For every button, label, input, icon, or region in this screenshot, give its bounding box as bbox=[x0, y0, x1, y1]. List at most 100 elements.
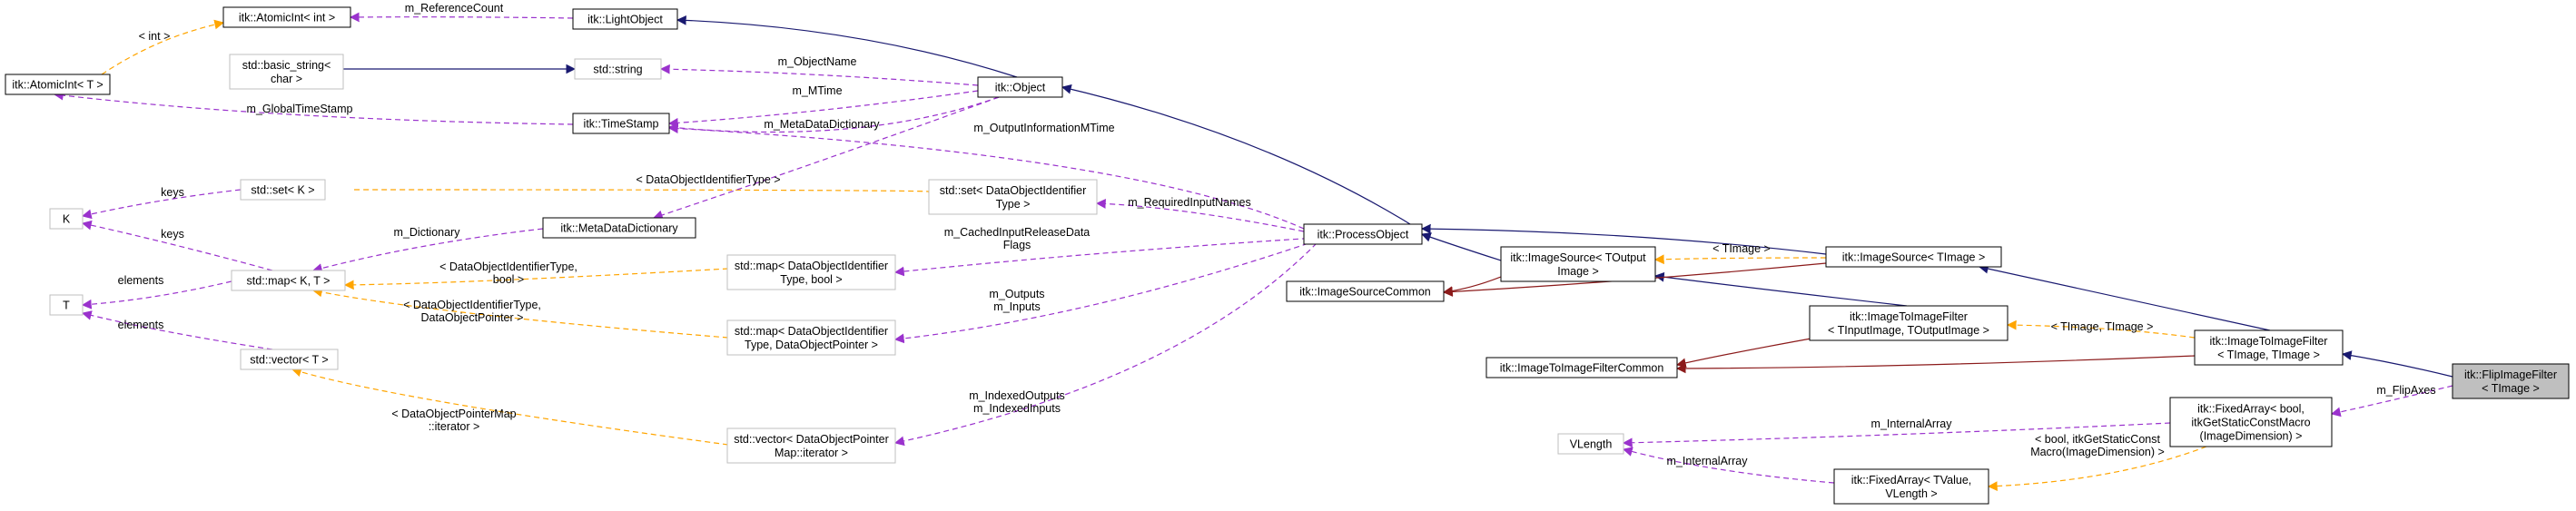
edge-label: DataObjectPointer > bbox=[421, 311, 524, 324]
class-node-basic-string: std::basic_string<char > bbox=[229, 54, 344, 90]
edge-label: Macro(ImageDimension) > bbox=[2030, 446, 2165, 458]
edge-label: m_MTime bbox=[792, 84, 842, 97]
template-edge bbox=[291, 367, 729, 446]
node-box bbox=[1825, 246, 2002, 268]
edge-label: < int > bbox=[139, 30, 171, 43]
class-node-lightobject[interactable]: itk::LightObject bbox=[572, 8, 678, 30]
class-node-object[interactable]: itk::Object bbox=[977, 76, 1063, 98]
node-box bbox=[572, 113, 670, 134]
edge-label: keys bbox=[161, 228, 184, 241]
usage-edge bbox=[1622, 447, 1835, 484]
node-label: Type > bbox=[996, 198, 1031, 211]
class-node-map-bool: std::map< DataObjectIdentifierType, bool… bbox=[726, 254, 896, 290]
class-node-std-string: std::string bbox=[574, 58, 662, 80]
class-node-fixedarray-bool[interactable]: itk::FixedArray< bool,itkGetStaticConstM… bbox=[2169, 397, 2333, 447]
usage-edge bbox=[53, 90, 574, 125]
edge-label: m_Outputs bbox=[989, 288, 1044, 300]
class-node-k: K bbox=[49, 208, 84, 230]
class-node-processobject[interactable]: itk::ProcessObject bbox=[1303, 223, 1423, 245]
usage-edge bbox=[81, 189, 242, 220]
node-label: K bbox=[63, 213, 71, 226]
node-box bbox=[726, 254, 896, 290]
edge-label: keys bbox=[161, 186, 184, 199]
node-label: itk::Object bbox=[995, 82, 1046, 94]
usage-edge bbox=[652, 96, 1000, 221]
edge-label: < DataObjectIdentifierType, bbox=[403, 299, 541, 311]
edge-label: Flags bbox=[1003, 239, 1031, 251]
class-node-atomicint-int[interactable]: itk::AtomicInt< int > bbox=[222, 6, 351, 28]
usage-edge bbox=[311, 228, 544, 273]
protected-edge bbox=[1675, 335, 1827, 369]
edge-label: < TImage, TImage > bbox=[2051, 320, 2154, 333]
node-label: itkGetStaticConstMacro bbox=[2191, 417, 2310, 429]
node-label: itk::TimeStamp bbox=[584, 118, 659, 131]
node-label: itk::AtomicInt< T > bbox=[12, 79, 103, 92]
edge-label: m_InternalArray bbox=[1667, 455, 1749, 467]
node-box bbox=[542, 217, 696, 239]
node-box bbox=[2452, 363, 2570, 399]
protected-edge bbox=[1442, 276, 1502, 297]
node-label: Type, DataObjectPointer > bbox=[745, 339, 878, 351]
class-node-imagesourcecommon[interactable]: itk::ImageSourceCommon bbox=[1286, 280, 1445, 302]
node-box bbox=[1485, 357, 1678, 378]
edge-label: m_Inputs bbox=[993, 300, 1040, 313]
edge-label: m_RequiredInputNames bbox=[1128, 196, 1251, 209]
node-box bbox=[229, 54, 344, 90]
node-label: Image > bbox=[1557, 265, 1599, 278]
node-label: T bbox=[63, 300, 70, 312]
inherit-edge bbox=[1061, 84, 1423, 232]
node-box bbox=[726, 319, 896, 356]
usage-edge bbox=[667, 123, 1305, 230]
usage-edge bbox=[893, 237, 1318, 277]
node-label: itk::ImageSource< TImage > bbox=[1842, 251, 1986, 264]
edge-label: elements bbox=[118, 319, 164, 331]
class-node-map-dataobjectpointer: std::map< DataObjectIdentifierType, Data… bbox=[726, 319, 896, 356]
node-box bbox=[240, 349, 339, 370]
node-label: < TInputImage, TOutputImage > bbox=[1828, 324, 1989, 337]
edge-label: m_IndexedOutputs bbox=[969, 389, 1065, 402]
class-node-vector-pointermap: std::vector< DataObjectPointerMap::itera… bbox=[726, 427, 896, 464]
inherit-edge bbox=[1420, 223, 1827, 255]
class-node-timestamp[interactable]: itk::TimeStamp bbox=[572, 113, 670, 134]
class-node-imagesource-timage[interactable]: itk::ImageSource< TImage > bbox=[1825, 246, 2002, 268]
node-label: itk::FixedArray< bool, bbox=[2197, 403, 2305, 416]
class-node-flipimagefilter[interactable]: itk::FlipImageFilter< TImage > bbox=[2452, 363, 2570, 399]
template-edge bbox=[101, 19, 225, 75]
node-box bbox=[726, 427, 896, 464]
node-label: itk::ImageToImageFilter bbox=[1850, 310, 1968, 323]
usage-edge bbox=[893, 242, 1318, 447]
node-box bbox=[1500, 246, 1656, 282]
usage-edge bbox=[349, 12, 574, 23]
class-node-imagesource-toutput[interactable]: itk::ImageSource< TOutputImage > bbox=[1500, 246, 1656, 282]
node-box bbox=[1303, 223, 1423, 245]
class-node-set-dataobjectid: std::set< DataObjectIdentifierType > bbox=[928, 179, 1098, 215]
class-node-fixedarray-tvalue[interactable]: itk::FixedArray< TValue,VLength > bbox=[1833, 468, 1989, 505]
edge-label: m_FlipAxes bbox=[2376, 384, 2435, 397]
node-box bbox=[1809, 305, 2008, 341]
class-node-imagetoimagefilter-tin[interactable]: itk::ImageToImageFilter< TInputImage, TO… bbox=[1809, 305, 2008, 341]
class-node-t: T bbox=[49, 294, 84, 316]
usage-edge bbox=[659, 64, 979, 86]
node-label: itk::AtomicInt< int > bbox=[239, 12, 335, 25]
node-box bbox=[240, 179, 326, 201]
class-node-atomicint-t[interactable]: itk::AtomicInt< T > bbox=[5, 74, 111, 95]
usage-edge bbox=[667, 90, 979, 128]
node-label: char > bbox=[271, 73, 302, 85]
edge-label: m_ObjectName bbox=[778, 55, 857, 68]
edge-label: m_Dictionary bbox=[394, 226, 461, 239]
edge-label: < DataObjectPointerMap bbox=[391, 408, 516, 420]
class-node-metadatadictionary[interactable]: itk::MetaDataDictionary bbox=[542, 217, 696, 239]
node-label: std::map< DataObjectIdentifier bbox=[735, 260, 888, 272]
template-edge bbox=[1987, 446, 2207, 491]
inherit-edge bbox=[1978, 263, 2271, 331]
node-label: std::map< K, T > bbox=[247, 275, 331, 288]
node-label: itk::ImageToImageFilter bbox=[2210, 335, 2328, 348]
node-box bbox=[1286, 280, 1445, 302]
node-label: Type, bool > bbox=[780, 273, 842, 286]
node-label: < TImage, TImage > bbox=[2217, 349, 2320, 361]
node-label: VLength > bbox=[1885, 487, 1937, 500]
node-box bbox=[928, 179, 1098, 215]
class-node-imagetoimagefilter-timage[interactable]: itk::ImageToImageFilter< TImage, TImage … bbox=[2194, 329, 2344, 366]
class-node-imagetoimagefiltercommon[interactable]: itk::ImageToImageFilterCommon bbox=[1485, 357, 1678, 378]
node-label: std::basic_string< bbox=[242, 59, 331, 72]
